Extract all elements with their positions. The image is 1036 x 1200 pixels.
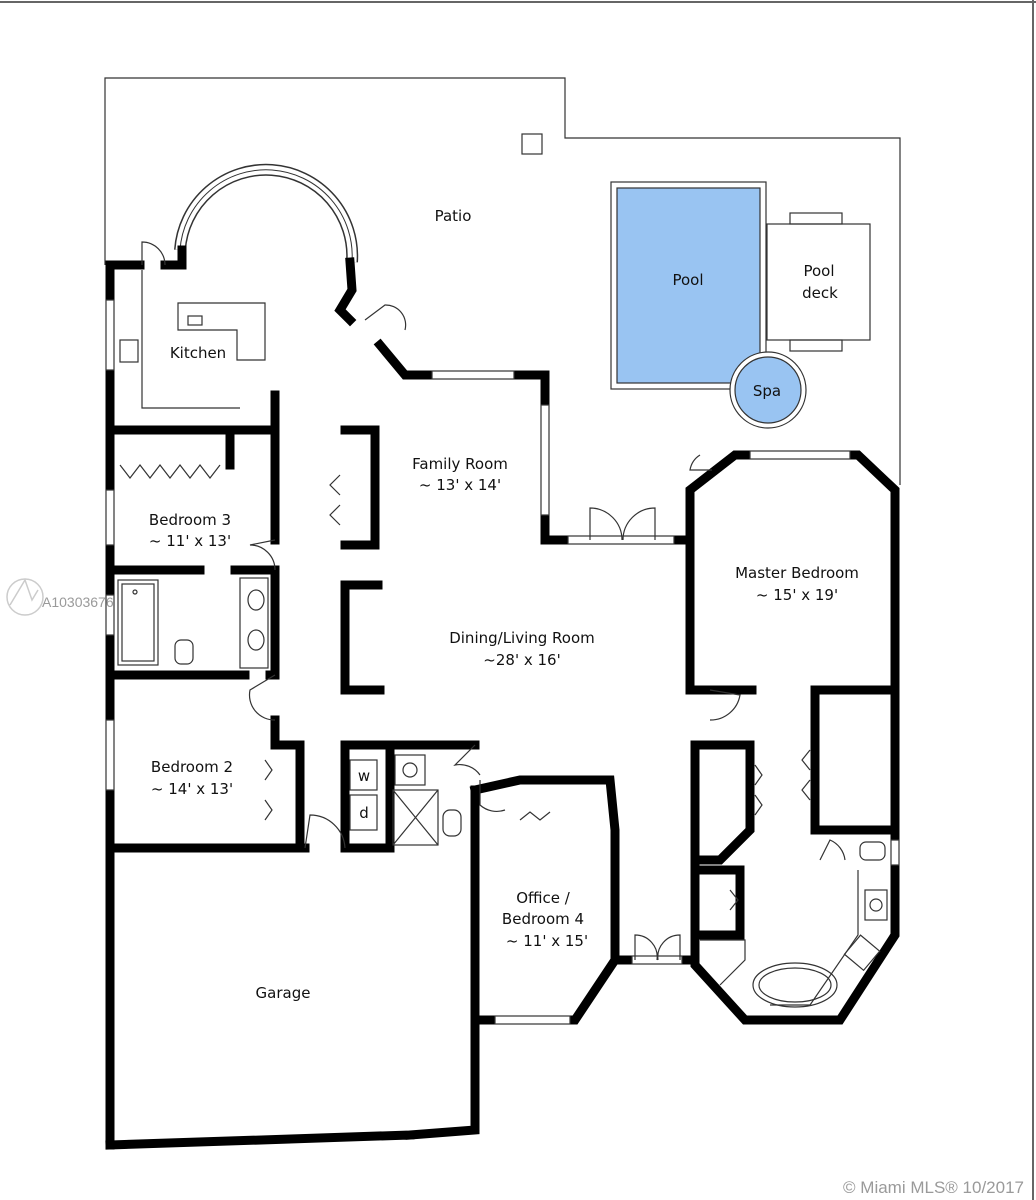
deck-chair-top — [789, 212, 843, 225]
label-patio: Patio — [435, 207, 472, 225]
room-labels: Patio Pool Pool deck Spa Kitchen Family … — [149, 207, 859, 1002]
label-pool-deck-2: deck — [802, 284, 838, 302]
washer-icon — [349, 759, 378, 791]
label-spa: Spa — [753, 382, 781, 400]
label-pool: Pool — [672, 271, 703, 289]
label-family-room: Family Room — [412, 455, 508, 473]
label-bedroom2: Bedroom 2 — [151, 758, 233, 776]
toilet-icon — [174, 639, 194, 665]
label-master-bedroom-size: ~ 15' x 19' — [756, 586, 838, 604]
mls-logo-watermark — [6, 578, 44, 616]
patio-post — [521, 133, 543, 155]
patio-outline — [104, 77, 901, 485]
closet-doors — [119, 464, 811, 911]
label-dryer: d — [359, 804, 369, 822]
label-family-room-size: ~ 13' x 14' — [419, 476, 501, 494]
kitchen-counter-edge — [141, 270, 240, 409]
label-master-bedroom: Master Bedroom — [735, 564, 859, 582]
deck-chair-bottom — [789, 339, 843, 352]
pool — [616, 187, 761, 384]
spa — [734, 356, 802, 424]
walls — [105, 245, 900, 1150]
bathtub-icon — [117, 579, 159, 666]
sink-icon — [394, 754, 426, 786]
dryer-icon — [349, 794, 378, 831]
pool-coping — [610, 181, 767, 390]
kitchen-counter — [177, 302, 266, 361]
fixtures — [117, 577, 888, 1008]
listing-id-watermark: A10303676 — [42, 594, 114, 610]
label-bedroom4: Bedroom 4 — [502, 910, 584, 928]
label-dining-living: Dining/Living Room — [449, 629, 595, 647]
label-kitchen: Kitchen — [170, 344, 226, 362]
label-pool-deck: Pool — [803, 262, 834, 280]
copyright-watermark: © Miami MLS® 10/2017 — [843, 1178, 1024, 1197]
toilet-icon — [442, 809, 462, 837]
doors — [141, 241, 846, 961]
bathtub-icon — [752, 962, 838, 1008]
vanity-icon — [239, 577, 269, 669]
label-bedroom3-size: ~ 11' x 13' — [149, 532, 231, 550]
label-washer: w — [358, 767, 370, 785]
pool-deck — [766, 223, 871, 341]
kitchen-sink-icon — [187, 315, 203, 326]
label-dining-living-size: ~28' x 16' — [483, 651, 560, 669]
stove-icon — [119, 339, 139, 363]
label-office: Office / — [516, 889, 571, 907]
label-bedroom3: Bedroom 3 — [149, 511, 231, 529]
label-bedroom2-size: ~ 14' x 13' — [151, 780, 233, 798]
shower-icon — [392, 789, 439, 846]
label-garage: Garage — [256, 984, 311, 1002]
bay-window — [174, 163, 359, 263]
label-office-size: ~ 11' x 15' — [506, 932, 588, 950]
toilet-icon — [859, 841, 886, 861]
